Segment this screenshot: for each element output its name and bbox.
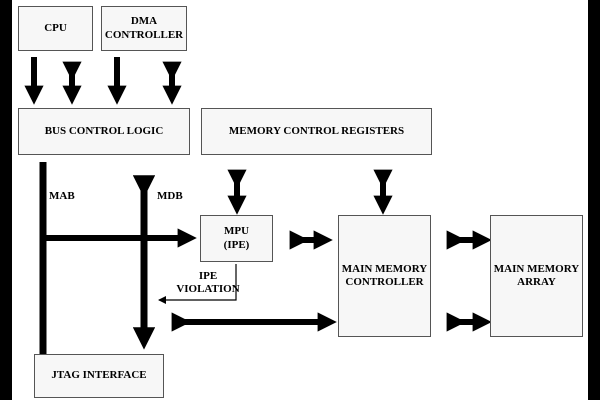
main-memory-array-block: MAIN MEMORY ARRAY <box>490 215 583 337</box>
diagram-canvas: CPU DMA CONTROLLER BUS CONTROL LOGIC MEM… <box>12 0 588 400</box>
mpu-block: MPU (IPE) <box>200 215 273 262</box>
mdb-label: MDB <box>157 190 183 202</box>
main-memory-controller-label-line1: MAIN MEMORY <box>341 262 428 275</box>
ipe-violation-arrow <box>158 264 237 304</box>
memory-control-registers-block: MEMORY CONTROL REGISTERS <box>201 108 432 155</box>
main-memory-array-label-line1: MAIN MEMORY <box>493 262 580 275</box>
ipe-violation-label-line1: IPE <box>198 270 218 282</box>
main-memory-controller-label-line2: CONTROLLER <box>345 276 424 288</box>
dma-label-line2: CONTROLLER <box>104 28 184 41</box>
memory-control-registers-label: MEMORY CONTROL REGISTERS <box>228 124 405 137</box>
jtag-label: JTAG INTERFACE <box>51 369 147 382</box>
dma-label-line1: DMA <box>130 15 158 28</box>
ipe-violation-label-line2: VIOLATION <box>176 282 240 295</box>
dma-controller-block: DMA CONTROLLER <box>101 6 187 51</box>
cpu-block: CPU <box>18 6 93 51</box>
bus-control-logic-block: BUS CONTROL LOGIC <box>18 108 190 155</box>
ipe-violation-label: IPE VIOLATION <box>168 270 248 295</box>
cpu-label: CPU <box>44 21 67 34</box>
jtag-interface-block: JTAG INTERFACE <box>34 354 164 398</box>
main-memory-array-label-line2: ARRAY <box>517 276 556 288</box>
mpu-label-line2: (IPE) <box>223 238 250 251</box>
main-memory-controller-block: MAIN MEMORY CONTROLLER <box>338 215 431 337</box>
mab-label: MAB <box>49 190 75 202</box>
bus-control-label: BUS CONTROL LOGIC <box>44 124 164 137</box>
connections-layer <box>24 57 492 360</box>
mpu-label-line1: MPU <box>223 225 250 238</box>
